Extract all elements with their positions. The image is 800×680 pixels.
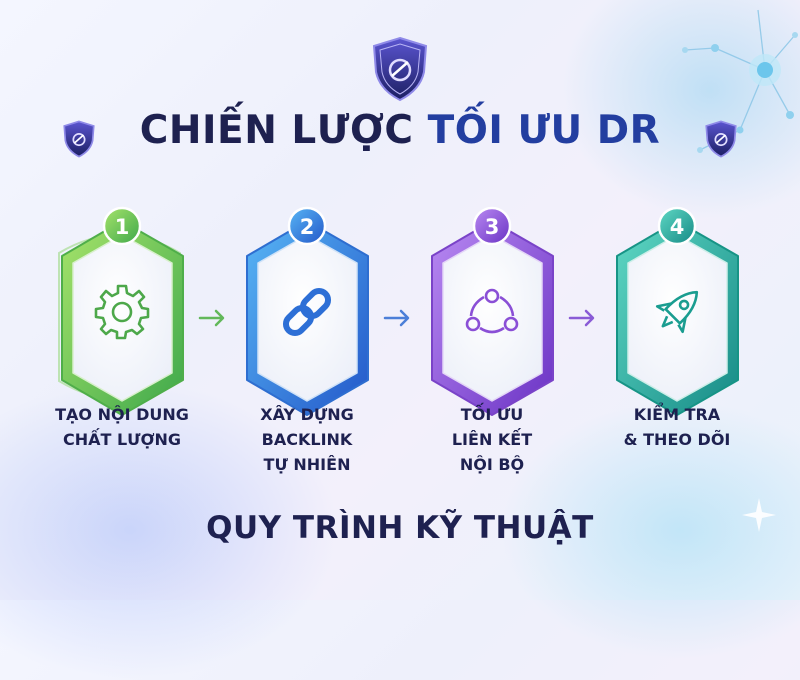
step-3: 3: [431, 206, 554, 416]
rocket-icon: [655, 290, 699, 334]
title-part1: CHIẾN LƯỢC: [139, 108, 414, 153]
shield-logo: [372, 36, 428, 102]
arrow-3-4: [568, 309, 595, 327]
step-3-line1: TỐI ƯU: [460, 405, 524, 424]
step-4-line2: & THEO DÕI: [623, 430, 731, 449]
step-3-number: 3: [485, 215, 500, 239]
step-1: 1: [58, 206, 184, 416]
step-2: 2: [246, 206, 369, 416]
step-2-line2: BACKLINK: [261, 430, 353, 449]
step-1-badge: [102, 206, 142, 246]
steps-diagram: 1 2 3 4: [58, 206, 739, 416]
step-4-number: 4: [670, 215, 685, 239]
gear-icon: [94, 284, 150, 340]
step-2-line3: TỰ NHIÊN: [263, 455, 351, 474]
page-title: CHIẾN LƯỢC TỐI ƯU DR: [0, 108, 800, 153]
arrow-1-2: [198, 309, 225, 327]
step-3-line2: LIÊN KẾT: [451, 430, 533, 449]
chain-link-icon: [282, 287, 332, 337]
step-2-number: 2: [300, 215, 315, 239]
step-1-line1: TẠO NỘI DUNG: [55, 405, 189, 424]
step-1-label: TẠO NỘI DUNG CHẤT LƯỢNG: [32, 402, 212, 452]
step-4: 4: [616, 206, 739, 416]
sparkle-icon: [742, 498, 776, 532]
step-3-label: TỐI ƯU LIÊN KẾT NỘI BỘ: [402, 402, 582, 477]
network-share-icon: [465, 288, 519, 334]
step-4-line1: KIỂM TRA: [633, 405, 721, 424]
shield-icon-right: [705, 120, 737, 158]
title-part2: TỐI ƯU DR: [427, 108, 661, 153]
step-1-line2: CHẤT LƯỢNG: [62, 430, 182, 449]
arrow-2-3: [383, 309, 410, 327]
process-subtitle: QUY TRÌNH KỸ THUẬT: [206, 510, 594, 546]
step-1-number: 1: [115, 215, 130, 239]
step-3-line3: NỘI BỘ: [459, 455, 525, 474]
step-2-line1: XÂY DỰNG: [260, 405, 354, 424]
shield-icon-left: [63, 120, 95, 158]
step-4-badge: [657, 206, 697, 246]
step-2-badge: [287, 206, 327, 246]
step-2-label: XÂY DỰNG BACKLINK TỰ NHIÊN: [217, 402, 397, 477]
step-4-label: KIỂM TRA & THEO DÕI: [587, 402, 767, 452]
step-3-badge: [472, 206, 512, 246]
